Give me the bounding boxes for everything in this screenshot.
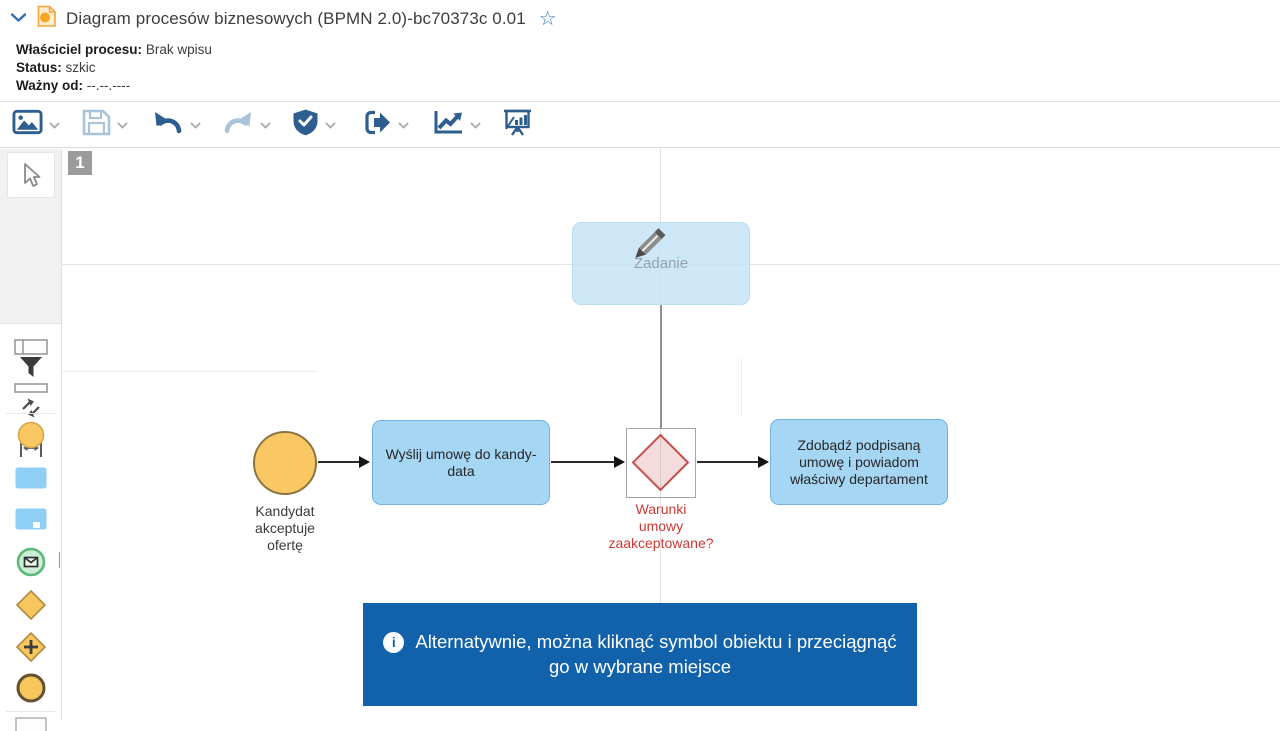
subprocess-icon (15, 508, 46, 530)
document-header: Diagram procesów biznesowych (BPMN 2.0)-… (10, 5, 557, 33)
lane-icon (13, 383, 48, 393)
pointer-tool[interactable] (6, 152, 55, 198)
diagonal-arrows-icon (21, 398, 40, 418)
chevron-down-icon (398, 116, 409, 134)
pointer-icon (23, 163, 40, 187)
chevron-down-icon (190, 116, 201, 134)
page-number-badge: 1 (68, 151, 92, 175)
gateway-label: Warunki umowy zaakceptowane? (608, 501, 714, 551)
chevron-down-icon (49, 116, 60, 134)
meta-status: Status: szkic (16, 60, 96, 75)
page-boundary-line (741, 358, 742, 416)
favorite-star-icon[interactable]: ☆ (538, 8, 557, 30)
subprocess-shape[interactable] (15, 508, 47, 530)
hint-text-line2: go w wybrane miejsce (549, 656, 731, 677)
chevron-down-icon (260, 116, 271, 134)
end-event-shape[interactable] (15, 672, 47, 704)
parallel-gateway-icon (15, 631, 46, 663)
end-event-icon (16, 673, 45, 703)
image-button[interactable] (12, 109, 82, 140)
task-label: Zdobądź podpisaną umowę i powiadom właśc… (790, 436, 928, 487)
process-meta: Właściciel procesu: Brak wpisu Status: s… (16, 41, 212, 95)
sequence-flow-preview (659, 305, 662, 428)
reporting-chart-icon (432, 109, 464, 140)
redo-icon (222, 110, 254, 140)
task-icon (15, 467, 46, 489)
gateway-diamond-icon (631, 433, 690, 492)
validate-shield-icon (292, 108, 319, 141)
gateway-icon (15, 589, 46, 621)
presentation-icon (502, 108, 533, 142)
save-button[interactable] (82, 109, 152, 141)
lane-shape[interactable] (13, 383, 48, 393)
image-icon (12, 109, 43, 140)
task-shape[interactable] (15, 467, 47, 489)
reporting-button[interactable] (432, 109, 502, 140)
start-event-icon (17, 421, 44, 449)
start-event-shape[interactable] (17, 421, 45, 449)
gateway-shape[interactable] (15, 589, 47, 621)
hint-banner: i Alternatywnie, można kliknąć symbol ob… (363, 603, 917, 706)
export-icon (362, 110, 392, 140)
chevron-down-icon (117, 116, 128, 134)
undo-button[interactable] (152, 110, 222, 140)
partial-shape[interactable] (14, 717, 47, 731)
meta-owner: Właściciel procesu: Brak wpisu (16, 42, 212, 57)
filter-tool[interactable] (18, 355, 44, 379)
presentation-button[interactable] (502, 108, 572, 142)
palette-divider (6, 413, 55, 414)
task-label: Wyślij umowę do kandy- data (385, 445, 537, 479)
pencil-cursor-icon (630, 222, 670, 267)
task-node-get-signed-contract[interactable]: Zdobądź podpisaną umowę i powiadom właśc… (770, 419, 948, 505)
collapse-chevron-icon[interactable] (10, 10, 27, 28)
start-event-node[interactable] (253, 431, 317, 495)
validate-button[interactable] (292, 108, 362, 141)
gateway-drop-highlight[interactable] (626, 428, 696, 498)
shape-palette (0, 149, 62, 731)
start-event-label: Kandydat akceptuje ofertę (255, 503, 315, 553)
page-boundary-line (62, 371, 318, 372)
export-button[interactable] (362, 110, 432, 140)
sequence-flow-arrow[interactable] (697, 455, 769, 468)
redo-button[interactable] (222, 110, 292, 140)
meta-valid-from: Ważny od: --.--.---- (16, 78, 131, 93)
message-event-icon (16, 547, 45, 577)
sequence-flow-arrow[interactable] (551, 455, 625, 468)
undo-icon (152, 110, 184, 140)
bpmn-document-icon (36, 5, 57, 33)
reroute-arrows-tool[interactable] (18, 395, 44, 421)
filter-icon (19, 357, 42, 377)
sequence-flow-arrow[interactable] (318, 455, 370, 468)
pool-shape[interactable] (13, 339, 48, 355)
hint-text-line1: Alternatywnie, można kliknąć symbol obie… (415, 631, 897, 652)
page-title: Diagram procesów biznesowych (BPMN 2.0)-… (66, 9, 526, 28)
info-icon: i (383, 631, 405, 653)
task-node-send-contract[interactable]: Wyślij umowę do kandy- data (372, 420, 550, 505)
palette-divider (6, 711, 55, 712)
message-event-shape[interactable] (16, 547, 46, 577)
editor-toolbar (0, 101, 1280, 148)
parallel-gateway-shape[interactable] (15, 631, 47, 663)
save-icon (82, 109, 111, 141)
pool-icon (13, 339, 48, 355)
clipped-shape-icon (14, 717, 47, 731)
chevron-down-icon (325, 116, 336, 134)
ghost-task-label: Zadanie (633, 255, 689, 272)
chevron-down-icon (470, 116, 481, 134)
